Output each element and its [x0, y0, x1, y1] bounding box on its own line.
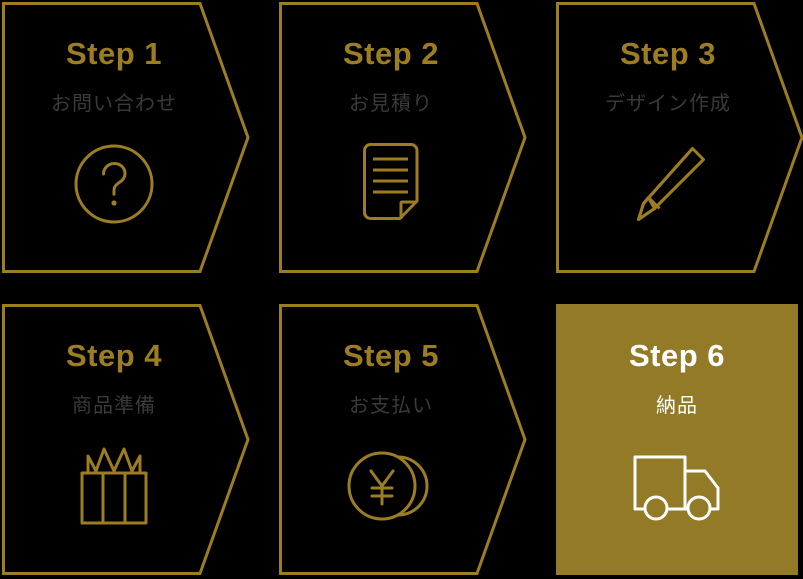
pencil-icon: [620, 140, 716, 228]
step-title: Step 1: [65, 36, 163, 71]
step-card-6[interactable]: Step 6 納品: [556, 304, 798, 575]
gift-box-icon: [66, 442, 162, 530]
step-card-2[interactable]: Step 2 お見積り: [279, 2, 527, 273]
step-subtitle: お問い合わせ: [51, 93, 177, 115]
step-title: Step 4: [65, 338, 163, 373]
step-filled-shape: [556, 304, 798, 575]
step-arrow-shape: [556, 2, 803, 273]
step-title: Step 5: [342, 338, 440, 373]
step-subtitle: お支払い: [349, 395, 433, 417]
step-arrow-shape: [279, 2, 527, 273]
question-mark-circle-icon: [66, 140, 162, 228]
step-subtitle: 商品準備: [72, 395, 156, 417]
step-title: Step 2: [342, 36, 440, 71]
step-card-1[interactable]: Step 1 お問い合わせ: [2, 2, 250, 273]
step-subtitle: 納品: [656, 395, 698, 417]
step-card-5[interactable]: Step 5 お支払い: [279, 304, 527, 575]
yen-coins-icon: [343, 442, 439, 530]
delivery-truck-icon: [629, 442, 725, 530]
step-card-4[interactable]: Step 4 商品準備: [2, 304, 250, 575]
step-subtitle: お見積り: [349, 93, 433, 115]
step-arrow-shape: [2, 304, 250, 575]
step-card-3[interactable]: Step 3 デザイン作成: [556, 2, 803, 273]
step-arrow-shape: [279, 304, 527, 575]
step-title: Step 3: [619, 36, 717, 71]
step-arrow-shape: [2, 2, 250, 273]
step-subtitle: デザイン作成: [605, 93, 731, 115]
step-title: Step 6: [628, 338, 726, 373]
document-estimate-icon: [343, 140, 439, 228]
